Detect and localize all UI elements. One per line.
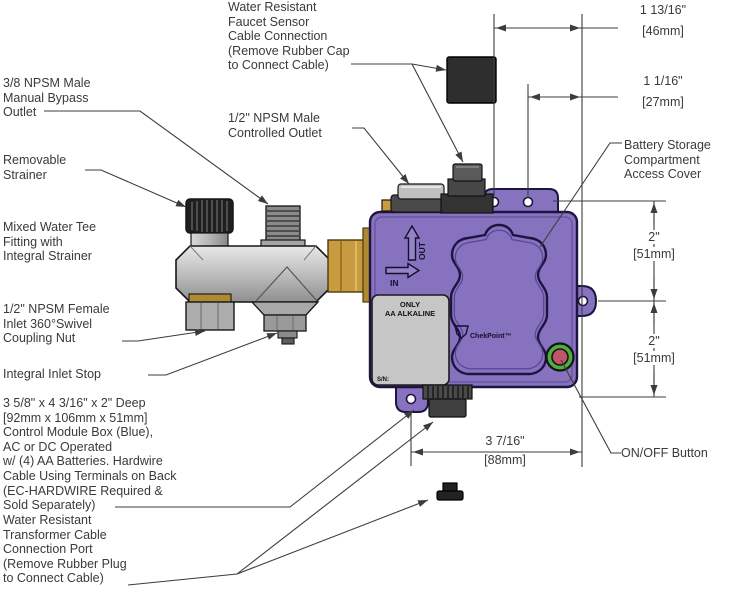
- mounting-tab-top: [483, 188, 559, 214]
- dim-46mm-mm: [46mm]: [640, 24, 686, 38]
- svg-text:AA ALKALINE: AA ALKALINE: [385, 309, 435, 318]
- in-arrow-icon: IN: [385, 262, 421, 288]
- svg-text:OUT: OUT: [417, 241, 427, 260]
- dim-51mm-bottom-mm: [51mm]: [631, 351, 677, 365]
- transformer-port: [422, 384, 473, 418]
- label-inlet-coupling-nut: 1/2" NPSM Female Inlet 360°Swivel Coupli…: [3, 302, 110, 346]
- mounting-tab-right: [572, 285, 598, 317]
- label-sensor-connection: Water Resistant Faucet Sensor Cable Conn…: [228, 0, 350, 73]
- dim-51mm-top-value: 2": [646, 230, 662, 244]
- mounting-hole: [522, 196, 534, 208]
- brass-coupling-nut: [327, 227, 374, 303]
- label-bypass-outlet: 3/8 NPSM Male Manual Bypass Outlet: [3, 76, 91, 120]
- label-mixed-water-tee: Mixed Water Tee Fitting with Integral St…: [3, 220, 97, 264]
- dim-27mm-mm: [27mm]: [640, 95, 686, 109]
- battery-sticker: ONLY AA ALKALINE S/N:: [371, 294, 450, 386]
- label-removable-strainer: Removable Strainer: [3, 153, 67, 182]
- chekpoint-logo: ChekPoint™: [454, 325, 512, 340]
- out-arrow-icon: OUT: [403, 224, 427, 261]
- mounting-tab-bottom: [395, 384, 429, 413]
- label-transformer-port: Water Resistant Transformer Cable Connec…: [3, 513, 127, 586]
- dim-27mm-value: 1 1/16": [641, 74, 685, 88]
- label-controlled-outlet: 1/2" NPSM Male Controlled Outlet: [228, 111, 322, 140]
- inlet-stop: [250, 301, 320, 345]
- on-off-button: [545, 342, 575, 372]
- strainer-cap: [185, 198, 234, 248]
- dim-88mm-value: 3 7/16": [483, 434, 527, 448]
- svg-text:ChekPoint™: ChekPoint™: [470, 333, 512, 340]
- svg-text:S/N:: S/N:: [377, 377, 389, 383]
- label-integral-inlet-stop: Integral Inlet Stop: [3, 367, 101, 381]
- label-on-off-button: ON/OFF Button: [621, 446, 708, 460]
- mounting-hole: [577, 295, 589, 307]
- svg-text:IN: IN: [390, 278, 399, 288]
- rubber-cap: [446, 56, 497, 104]
- svg-text:ONLY: ONLY: [400, 300, 420, 309]
- leader-lines: [44, 63, 622, 586]
- bypass-outlet: [260, 205, 306, 248]
- dim-51mm-top-mm: [51mm]: [631, 247, 677, 261]
- dim-88mm-mm: [88mm]: [482, 453, 528, 467]
- rubber-plug: [436, 482, 464, 501]
- control-module-illustration: ChekPoint™ OUT IN ONLY AA ALKALINE S/N:: [368, 56, 598, 501]
- controlled-outlet: [381, 183, 465, 213]
- battery-cover: [449, 223, 549, 376]
- dimension-lines: [410, 14, 666, 467]
- mounting-hole: [405, 393, 417, 405]
- sensor-cable-connector: [440, 163, 494, 214]
- label-battery-cover: Battery Storage Compartment Access Cover: [624, 138, 711, 182]
- inlet-coupling-nut: [185, 293, 235, 331]
- dim-46mm-value: 1 13/16": [637, 3, 689, 17]
- dim-51mm-bottom-value: 2": [646, 334, 662, 348]
- tee-fitting-illustration: [175, 198, 374, 345]
- label-control-module-box: 3 5/8" x 4 3/16" x 2" Deep [92mm x 106mm…: [3, 396, 177, 513]
